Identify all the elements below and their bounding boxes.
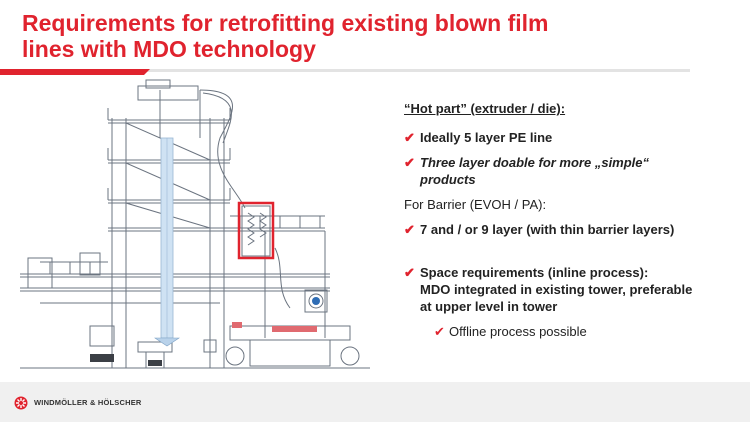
sub-list-item: ✔ Offline process possible	[404, 323, 739, 340]
slide-title: Requirements for retrofitting existing b…	[22, 10, 622, 62]
title-divider	[0, 69, 690, 72]
wh-logo-icon	[14, 396, 28, 410]
bullet-text: MDO integrated in existing tower, prefer…	[420, 282, 693, 297]
footer-bar	[0, 382, 750, 422]
bullet-text: products	[420, 172, 476, 187]
hot-part-heading: “Hot part” (extruder / die):	[404, 101, 566, 116]
bullet-text: 7 and / or 9 layer (with thin barrier la…	[420, 222, 675, 237]
blown-film-line-diagram	[20, 79, 370, 369]
bullet-text: Space requirements (inline process):	[420, 265, 649, 280]
title-line-1: Requirements for retrofitting existing b…	[22, 10, 549, 36]
list-item: ✔ Ideally 5 layer PE line	[404, 129, 739, 146]
bullet-text: Ideally 5 layer PE line	[420, 130, 553, 145]
check-icon: ✔	[404, 265, 415, 280]
requirements-list: “Hot part” (extruder / die): ✔ Ideally 5…	[404, 100, 739, 340]
barrier-label: For Barrier (EVOH / PA):	[404, 197, 547, 212]
check-icon: ✔	[434, 324, 445, 339]
list-item: ✔ Three layer doable for more „simple“ p…	[404, 154, 739, 188]
check-icon: ✔	[404, 155, 415, 170]
bullet-text: at upper level in tower	[420, 299, 558, 314]
title-accent-bar	[0, 69, 150, 75]
list-item: ✔ Space requirements (inline process): M…	[404, 264, 739, 315]
brand-name: WINDMÖLLER & HÖLSCHER	[34, 398, 142, 407]
list-item: ✔ 7 and / or 9 layer (with thin barrier …	[404, 221, 739, 238]
title-line-2: lines with MDO technology	[22, 36, 316, 62]
check-icon: ✔	[404, 130, 415, 145]
sub-bullet-text: Offline process possible	[449, 324, 587, 339]
bullet-text: Three layer doable for more „simple“	[420, 155, 650, 170]
check-icon: ✔	[404, 222, 415, 237]
